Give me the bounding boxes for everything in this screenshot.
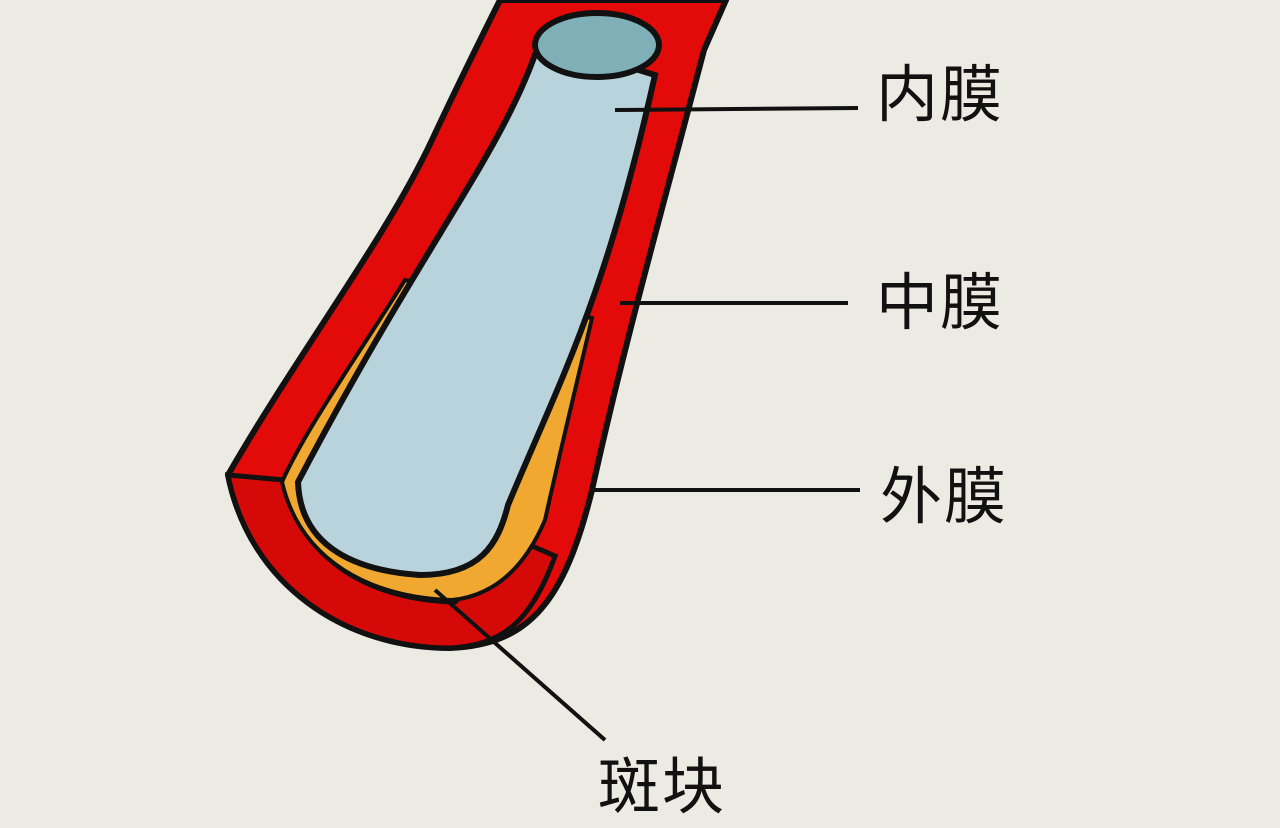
- leader-lines: [433, 106, 860, 742]
- lumen-opening: [532, 10, 662, 80]
- lumen: [294, 36, 659, 579]
- label-adventitia: 外膜: [880, 460, 1009, 533]
- label-intima: 内膜: [876, 58, 1005, 131]
- leader-line-plaque: [433, 588, 607, 742]
- label-plaque: 斑块: [598, 750, 727, 823]
- leader-line-intima: [614, 106, 859, 112]
- label-media: 中膜: [876, 266, 1005, 339]
